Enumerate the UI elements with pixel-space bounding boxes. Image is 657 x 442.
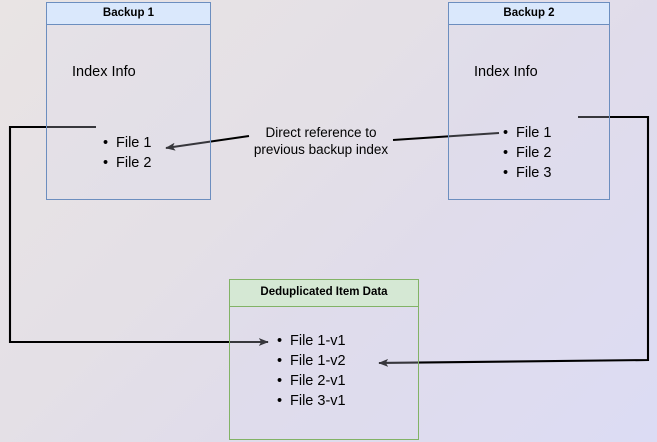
backup-2-title: Backup 2 — [503, 6, 555, 19]
backup-2-file-list: File 1 File 2 File 3 — [500, 123, 552, 183]
list-item: File 2-v1 — [277, 371, 346, 391]
deduplicated-item-data-header: Deduplicated Item Data — [230, 280, 418, 307]
backup-1-body: Index Info File 1 File 2 — [47, 25, 210, 197]
list-item: File 2 — [503, 143, 552, 163]
backup-2-header: Backup 2 — [449, 3, 609, 25]
list-item: File 1-v1 — [277, 331, 346, 351]
direct-reference-label: Direct reference to previous backup inde… — [253, 125, 389, 157]
list-item: File 1 — [503, 123, 552, 143]
backup-1-title: Backup 1 — [102, 6, 155, 19]
backup-2-body: Index Info File 1 File 2 File 3 — [449, 25, 609, 197]
list-item: File 1-v2 — [277, 351, 346, 371]
backup-1-index-info-label: Index Info — [72, 64, 136, 80]
list-item: File 2 — [103, 153, 152, 173]
list-item: File 1 — [103, 133, 152, 153]
backup-1-file-list: File 1 File 2 — [100, 133, 152, 173]
backup-1-box[interactable]: Backup 1 Index Info File 1 File 2 — [46, 2, 211, 200]
list-item: File 3 — [503, 163, 552, 183]
deduplicated-item-data-title: Deduplicated Item Data — [260, 286, 388, 299]
backup-2-box[interactable]: Backup 2 Index Info File 1 File 2 File 3 — [448, 2, 610, 200]
backup-2-index-info-label: Index Info — [474, 64, 538, 80]
list-item: File 3-v1 — [277, 391, 346, 411]
dedup-file-list: File 1-v1 File 1-v2 File 2-v1 File 3-v1 — [274, 331, 346, 411]
deduplicated-item-data-box[interactable]: Deduplicated Item Data File 1-v1 File 1-… — [229, 279, 419, 440]
backup-1-header: Backup 1 — [47, 3, 210, 25]
deduplicated-item-data-body: File 1-v1 File 1-v2 File 2-v1 File 3-v1 — [230, 307, 418, 437]
